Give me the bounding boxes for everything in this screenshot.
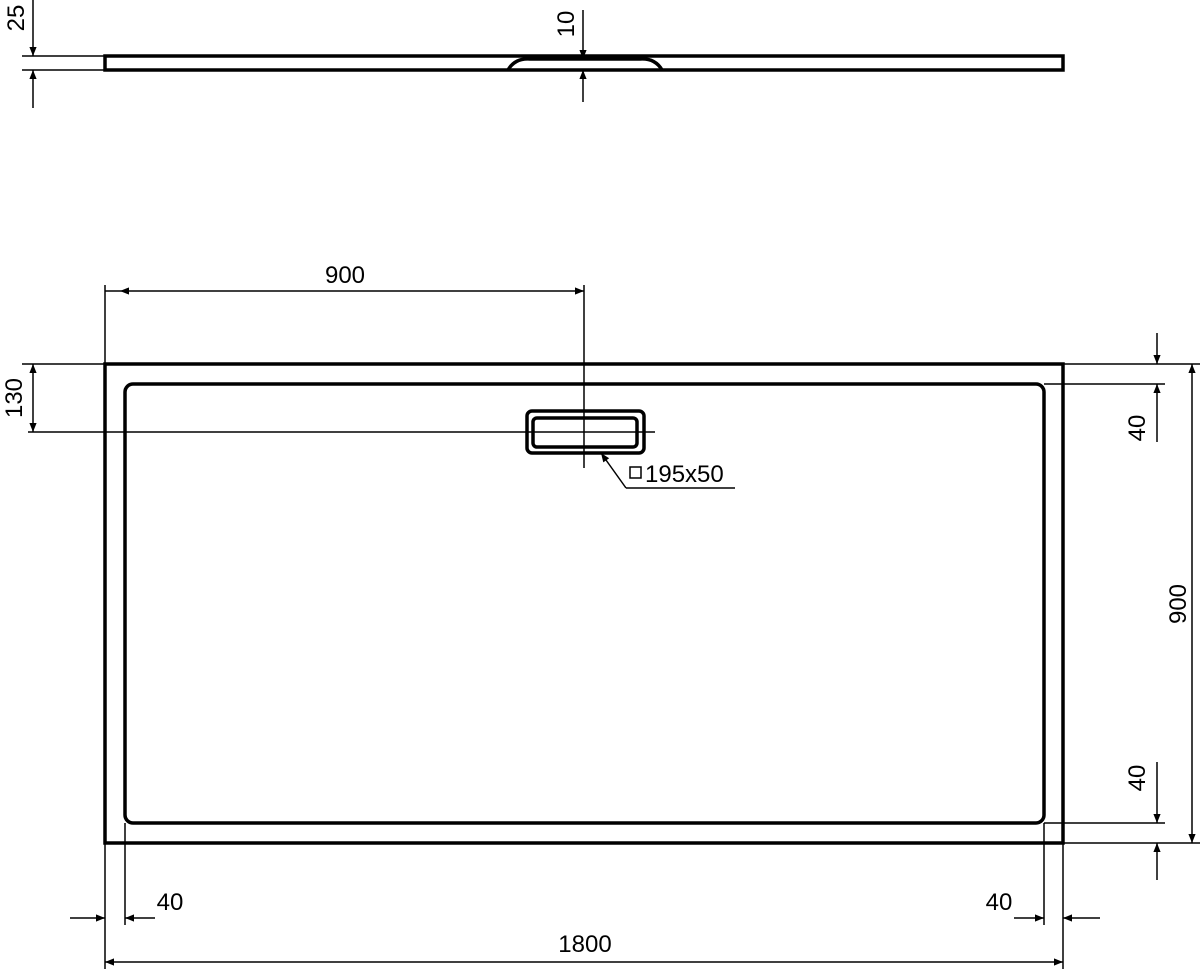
- drain-side-profile: [506, 57, 664, 71]
- thickness-label: 25: [3, 5, 30, 32]
- rim-right-label: 40: [986, 889, 1013, 916]
- square-symbol-icon: [629, 466, 642, 479]
- rim-bottom-label: 40: [1124, 765, 1151, 792]
- side-view: 25 10: [3, 0, 1065, 108]
- length-label: 1800: [558, 931, 611, 958]
- drain-depth-label: 10: [553, 11, 580, 38]
- drain-size-leader: [600, 452, 627, 489]
- rim-left-label: 40: [157, 889, 184, 916]
- rim-top-label: 40: [1124, 415, 1151, 442]
- width-label: 900: [1165, 584, 1192, 624]
- drain-size-label: 195x50: [645, 461, 724, 488]
- drain-offset-label: 900: [325, 262, 365, 289]
- plan-view: 900 130 195x50 40 40 900 40 40: [1, 262, 1200, 969]
- drain-from-top-label: 130: [1, 378, 28, 418]
